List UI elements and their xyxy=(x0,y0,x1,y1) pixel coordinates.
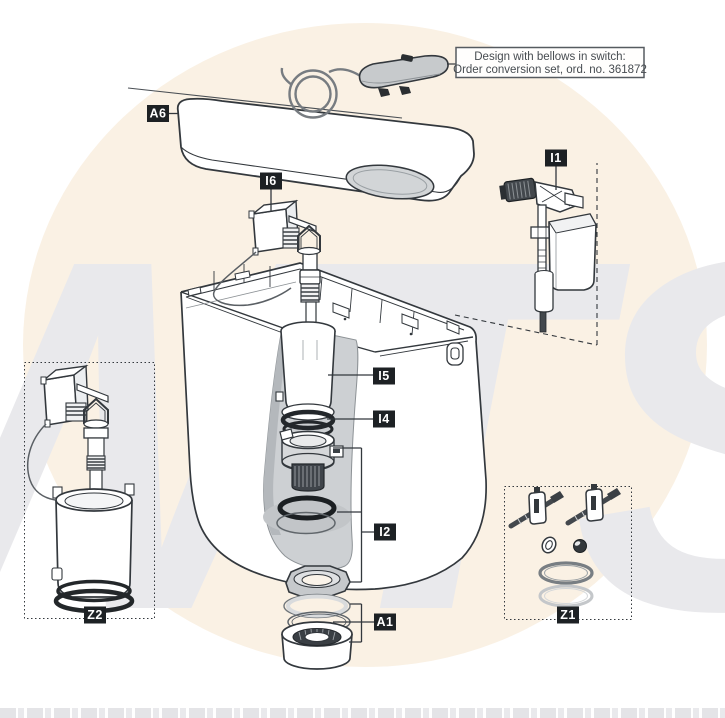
note-line-2: Order conversion set, ord. no. 361872 xyxy=(453,64,647,76)
z1-grommet xyxy=(541,536,557,554)
z2-cable xyxy=(27,423,56,501)
flush-valve-column xyxy=(275,249,344,535)
outlet-collar-a1 xyxy=(281,621,353,670)
svg-text:I1: I1 xyxy=(550,151,561,165)
part-label-i2: I2 xyxy=(374,523,396,541)
part-label-i5: I5 xyxy=(373,367,395,385)
pod-leg xyxy=(399,86,411,95)
svg-text:A6: A6 xyxy=(150,107,167,121)
tank-mount-hole xyxy=(446,342,464,366)
bellows-ribs xyxy=(282,227,300,249)
part-label-z1: Z1 xyxy=(557,606,579,624)
z1-dashed-frame xyxy=(504,486,632,620)
i6-cable xyxy=(212,251,292,307)
pod-leg xyxy=(378,88,390,97)
fill-valve-i1 xyxy=(454,163,598,346)
svg-text:A1: A1 xyxy=(377,615,394,629)
small-parts-kit-z1 xyxy=(504,484,632,620)
cable-coil xyxy=(280,67,363,119)
part-label-i6: I6 xyxy=(260,172,282,190)
lid-button xyxy=(345,164,435,200)
svg-text:I5: I5 xyxy=(378,369,389,383)
note-line-1: Design with bellows in switch: xyxy=(474,51,625,63)
part-label-a6: A6 xyxy=(147,105,169,122)
part-label-i1: I1 xyxy=(545,149,567,167)
svg-text:Z2: Z2 xyxy=(87,608,103,622)
z1-cap xyxy=(573,539,587,553)
flush-valve-assembly-z2 xyxy=(24,362,155,619)
leader-lines xyxy=(169,112,557,643)
outlet-knurled-collar xyxy=(291,463,325,492)
svg-text:I2: I2 xyxy=(379,525,390,539)
position-dash-line xyxy=(454,314,598,346)
flush-valve-body-i5 xyxy=(275,321,336,413)
flush-valve-top-i6 xyxy=(212,199,321,307)
svg-text:I6: I6 xyxy=(265,174,276,188)
z1-screw xyxy=(565,484,621,526)
outlet-hole-rim xyxy=(276,511,336,535)
z1-screw xyxy=(508,487,564,529)
part-label-z2: Z2 xyxy=(84,606,106,624)
z1-o-ring-dark xyxy=(538,561,594,585)
z1-o-ring-light xyxy=(538,584,594,608)
note-box: Design with bellows in switch: Order con… xyxy=(447,46,647,79)
bellows-switch-pod xyxy=(358,54,449,97)
part-labels: A6 I6 I1 I5 I4 I2 A1 Z2 xyxy=(84,105,579,631)
cutaway-shadow xyxy=(263,329,289,535)
part-label-i4: I4 xyxy=(373,410,395,428)
svg-text:I4: I4 xyxy=(378,412,389,426)
cable-end-line xyxy=(127,87,403,119)
part-label-a1: A1 xyxy=(374,613,396,631)
outlet-clamp-ring xyxy=(279,428,344,472)
lid-crease xyxy=(180,146,462,193)
outlet-o-ring xyxy=(277,495,337,521)
pod-button xyxy=(400,54,414,62)
note-box-frame xyxy=(455,46,645,79)
watermark-bottom-strip xyxy=(0,708,725,718)
z2-dashed-frame xyxy=(24,362,155,619)
svg-text:Z1: Z1 xyxy=(560,608,576,622)
cistern-lid xyxy=(176,97,475,202)
outlet-gasket-i2 xyxy=(285,565,351,598)
